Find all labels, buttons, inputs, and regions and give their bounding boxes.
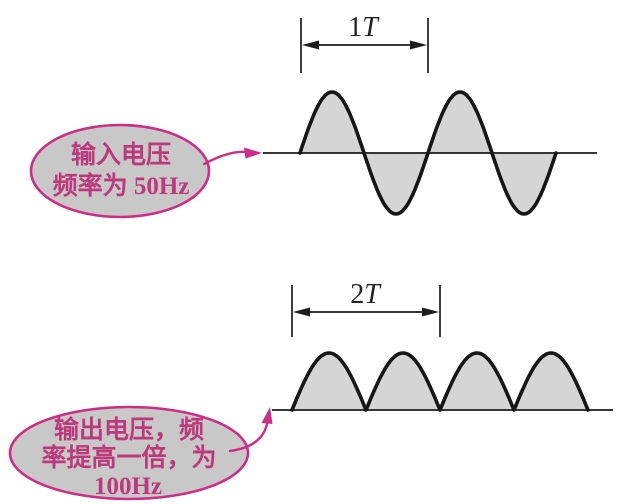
output-wave-fill [292, 353, 588, 410]
arrowhead-right-icon [422, 307, 439, 317]
output-waveform [272, 351, 613, 412]
input-callout-line2: 频率为 50Hz [53, 171, 190, 200]
input-callout-arrow [202, 150, 254, 166]
input-callout-line1: 输入电压 [71, 140, 171, 169]
input-callout-arrowhead-icon [244, 147, 262, 159]
arrowhead-left-icon [293, 307, 310, 317]
output-callout: 输出电压，频 率提高一倍，为 100Hz [8, 405, 273, 501]
input-callout-bubble [29, 123, 211, 219]
output-wave-stroke [290, 351, 590, 412]
output-callout-line2: 率提高一倍，为 [41, 443, 216, 472]
arrowhead-right-icon [410, 40, 427, 50]
output-callout-arrowhead-icon [261, 407, 273, 424]
output-callout-line1: 输出电压，频 [54, 415, 204, 444]
input-callout: 输入电压 频率为 50Hz [29, 123, 262, 219]
period-label-1T: 1T [348, 12, 380, 43]
arrowhead-left-icon [302, 40, 319, 50]
input-wave-stroke [298, 90, 558, 216]
input-period-dimension: 1T [300, 12, 429, 73]
input-waveform [263, 90, 597, 216]
output-callout-line3: 100Hz [94, 473, 162, 500]
output-callout-bubble [8, 405, 250, 501]
output-period-dimension: 2T [291, 279, 441, 337]
period-label-2T: 2T [350, 279, 382, 310]
